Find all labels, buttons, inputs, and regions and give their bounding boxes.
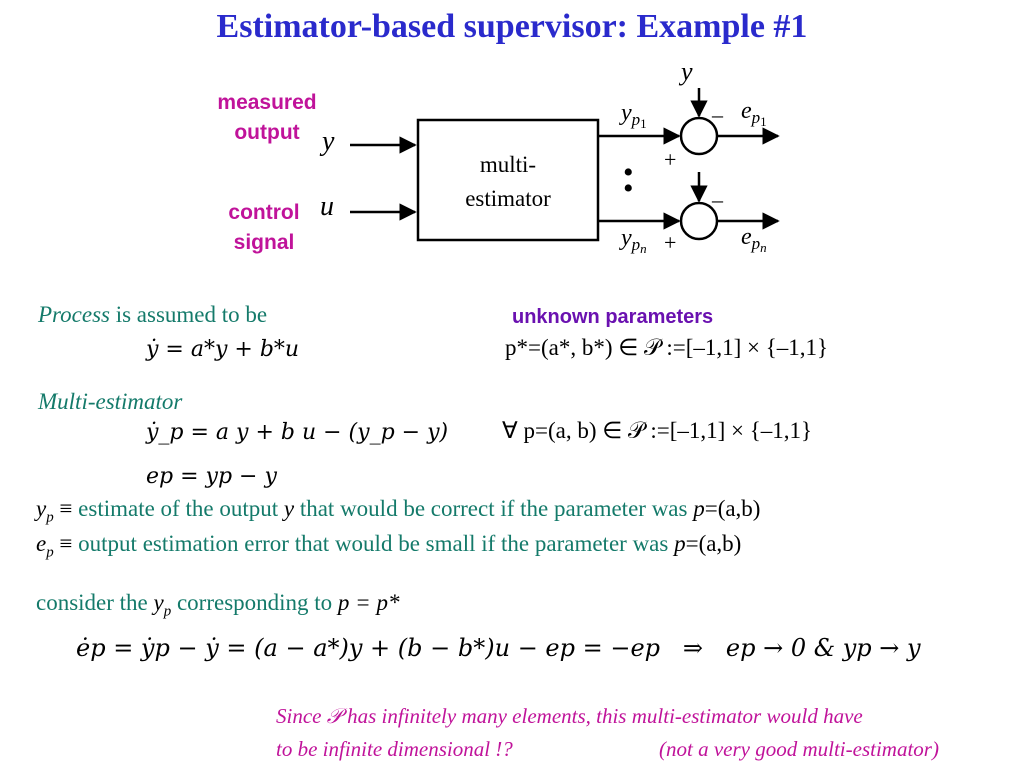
epn-label: epn — [741, 224, 767, 255]
measured-output-label: measured output — [206, 88, 328, 148]
input-y-label: y — [319, 126, 335, 157]
consider-mid: corresponding to — [171, 590, 338, 615]
block-label-line-1: multi- — [480, 152, 536, 177]
yp-definition: yp ≡ estimate of the output y that would… — [36, 496, 761, 526]
yp-definition-text-1: estimate of the output — [78, 496, 284, 521]
equiv-symbol: ≡ — [59, 496, 73, 521]
unknown-parameters-label: unknown parameters — [512, 306, 714, 328]
top-y-label: y — [678, 57, 693, 86]
control-signal-line-1: control — [228, 201, 300, 224]
control-signal-label: control signal — [206, 198, 322, 258]
ep-definition-text: output estimation error that would be sm… — [78, 531, 675, 556]
yp-param-tail: =(a,b) — [704, 496, 761, 521]
multi-estimator-label: Multi-estimator — [38, 389, 183, 414]
minus-sign-top: – — [711, 102, 724, 127]
forall-statement: ∀ p=(a, b) ∈ 𝒫 :=[–1,1] × {–1,1} — [502, 418, 813, 443]
ep-param: p — [674, 531, 686, 556]
plus-sign-bottom: + — [664, 230, 676, 255]
process-equation: ẏ = a*y + b*u — [146, 337, 300, 362]
final-equation: ėp = ẏp − ẏ = (a − a*)y + (b − b*)u − ep… — [76, 634, 921, 662]
yp-definition-y: y — [283, 496, 295, 521]
consider-pre: consider the — [36, 590, 154, 615]
input-u-label: u — [320, 191, 334, 222]
block-label-line-2: estimator — [465, 186, 551, 211]
footnote-line-2a: to be infinite dimensional !? — [276, 737, 513, 761]
consider-eq: p = p* — [337, 590, 400, 615]
multi-estimator-block — [416, 118, 600, 242]
block-diagram: y u multi- estimator • • y – + yp1 ep1 –… — [319, 57, 780, 256]
ep1-label: ep1 — [741, 98, 767, 129]
process-label: Process — [38, 302, 110, 327]
consider-yp: y — [153, 590, 164, 615]
multi-estimator-eq1: ẏ_p = a y + b u − (y_p − y) — [146, 420, 449, 445]
control-signal-line-2: signal — [233, 231, 295, 254]
ypn-label: ypn — [619, 225, 647, 256]
measured-output-line-2: output — [234, 121, 300, 144]
multi-estimator-eq2: ep = yp − y — [146, 464, 277, 489]
yp1-label: yp1 — [619, 100, 647, 131]
consider-statement: consider the yp corresponding to p = p* — [36, 590, 400, 620]
yp-definition-text-2: that would be correct if the parameter w… — [294, 496, 694, 521]
measured-output-line-1: measured — [217, 91, 317, 114]
ep-param-tail: =(a,b) — [685, 531, 742, 556]
equiv-symbol: ≡ — [59, 531, 73, 556]
process-rest: is assumed to be — [109, 302, 268, 327]
page-title: Estimator-based supervisor: Example #1 — [216, 8, 808, 45]
footnote-line-2b: (not a very good multi-estimator) — [659, 737, 939, 761]
footnote-line-1: Since 𝒫 has infinitely many elements, th… — [276, 704, 863, 728]
ellipsis-dot-bottom: • — [623, 172, 634, 205]
yp-param: p — [693, 496, 705, 521]
ellipsis-dot-top: • — [623, 156, 634, 189]
ep-definition: ep ≡ output estimation error that would … — [36, 531, 742, 561]
minus-sign-bottom: – — [711, 187, 724, 212]
plus-sign-top: + — [664, 147, 676, 172]
unknown-parameters-equation: p*=(a*, b*) ∈ 𝒫 :=[–1,1] × {–1,1} — [505, 335, 829, 360]
process-statement: Process is assumed to be — [38, 302, 267, 328]
